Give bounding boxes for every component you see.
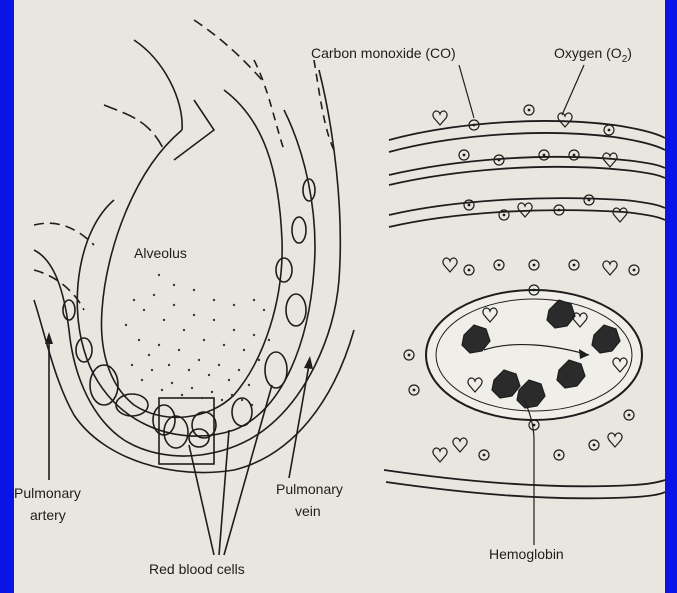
oxygen-label-close: ) <box>627 45 632 61</box>
upper-branch-1 <box>104 105 164 150</box>
oxygen-label: Oxygen (O2) <box>554 44 632 69</box>
upper-branch-5 <box>254 60 284 150</box>
alveolus-stipple <box>125 274 270 406</box>
red-blood-cells-label: Red blood cells <box>149 560 245 578</box>
upper-branch-2 <box>134 40 182 130</box>
oxygen-label-text: Oxygen (O <box>554 45 622 61</box>
upper-branch-6 <box>314 60 334 150</box>
pulmonary-vein-label-line2: vein <box>295 502 321 520</box>
artery-line <box>34 223 94 245</box>
upper-branch-3 <box>194 20 262 80</box>
hemoglobin-label: Hemoglobin <box>489 545 564 563</box>
diagram-panel: Alveolus Pulmonary artery Pulmonary vein… <box>14 0 665 593</box>
pulmonary-vein-label-line1: Pulmonary <box>276 480 343 498</box>
pulmonary-artery-label-line2: artery <box>30 506 66 524</box>
alveolus-outline <box>101 90 282 417</box>
pulmonary-artery-label-line1: Pulmonary <box>14 484 81 502</box>
alveolus-diagram-svg <box>14 0 665 593</box>
carbon-monoxide-label: Carbon monoxide (CO) <box>311 44 456 62</box>
alveolus-label: Alveolus <box>134 244 187 262</box>
